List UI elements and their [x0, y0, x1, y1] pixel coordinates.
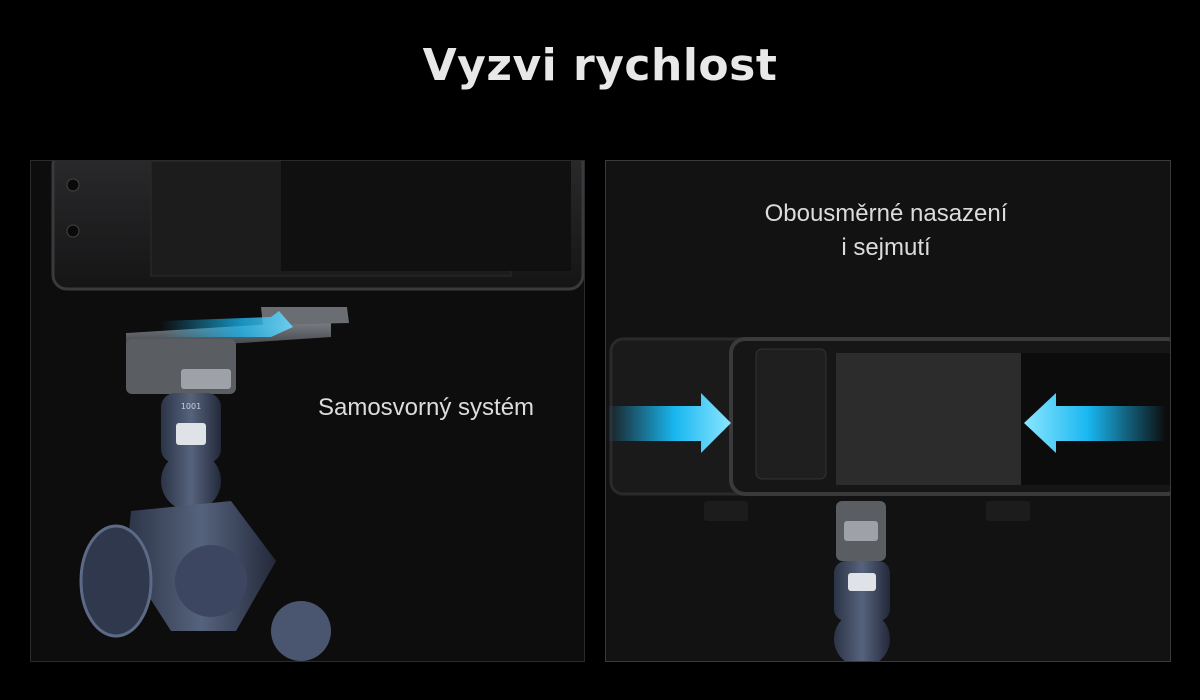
- arrow-left-icon: [1024, 393, 1166, 453]
- caption-line-2: i sejmutí: [841, 234, 931, 261]
- slide-arrow-icon: [161, 311, 293, 337]
- page-title: Vyzvi rychlost: [422, 40, 778, 91]
- caption-bidirectional: Obousměrné nasazení i sejmutí: [716, 197, 1056, 265]
- caption-line-1: Obousměrné nasazení: [764, 200, 1008, 227]
- caption-self-locking: Samosvorný systém: [317, 394, 535, 421]
- feature-panel-bidirectional: Obousměrné nasazení i sejmutí: [605, 160, 1171, 662]
- feature-panel-self-locking: 1001 Samosvorný systém: [30, 160, 585, 662]
- monitor-mount-illustration-right: [606, 337, 1170, 661]
- arrow-right-icon: [606, 393, 731, 453]
- monitor-mount-illustration: 1001: [51, 161, 584, 661]
- ball-joint: [161, 451, 221, 511]
- product-label: 1001: [181, 402, 201, 411]
- battery: [836, 353, 1021, 485]
